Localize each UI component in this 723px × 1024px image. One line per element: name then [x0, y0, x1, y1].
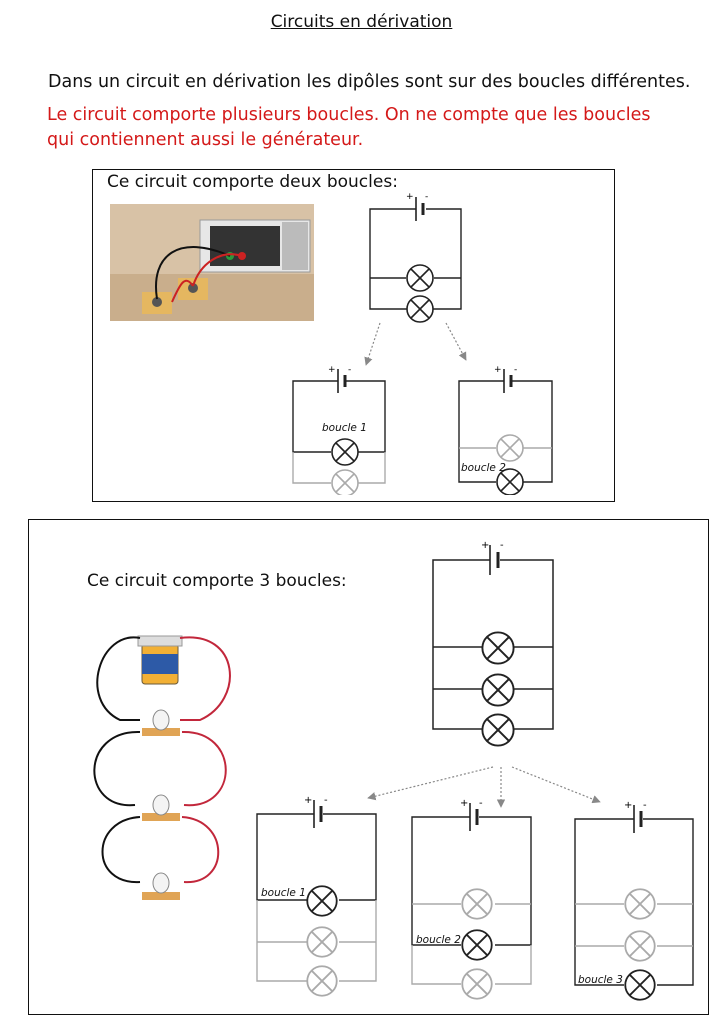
s1-main-circuit	[369, 197, 462, 310]
battery-polarity-label: -	[500, 540, 504, 551]
intro-text: Dans un circuit en dérivation les dipôle…	[48, 72, 691, 92]
s2-loop2-lamp-faded-2	[461, 968, 493, 1000]
s2-main-lamp-3	[481, 713, 515, 747]
battery-polarity-label: -	[514, 365, 517, 375]
s2-loop3-lamp-faded-1	[624, 888, 656, 920]
battery-polarity-label: -	[643, 800, 647, 811]
battery-polarity-label: +	[304, 795, 312, 806]
s1-main-plus: +	[406, 192, 414, 202]
s2-main-lamp-1	[481, 631, 515, 665]
s2-loop1-lamp-active	[306, 885, 338, 917]
s1-loop1-label: boucle 1	[322, 422, 367, 434]
s2-loop2-label: boucle 2	[416, 934, 461, 946]
s2-loop3-lamp-faded-2	[624, 930, 656, 962]
s2-main-lamp-2	[481, 673, 515, 707]
s2-main-circuit	[432, 545, 554, 730]
s1-loop1-lamp-faded	[331, 469, 359, 495]
section1-heading: Ce circuit comporte deux boucles:	[107, 172, 398, 192]
arrow-right	[445, 322, 467, 361]
s2-loop2-lamp-active	[461, 929, 493, 961]
section2-circuits: + - + - boucle 1 + - boucle 2	[256, 540, 694, 1001]
battery-polarity-label: +	[328, 365, 336, 375]
s2-loop2-circuit	[411, 803, 532, 985]
battery-polarity-label: +	[460, 798, 468, 809]
s2-loop1-lamp-faded-2	[306, 965, 338, 997]
battery-polarity-label: -	[324, 795, 328, 806]
power-supply-photo	[110, 204, 314, 321]
page-title: Circuits en dérivation	[270, 12, 453, 32]
s1-loop2-label: boucle 2	[461, 462, 506, 474]
battery-polarity-label: -	[479, 798, 483, 809]
section2-heading: Ce circuit comporte 3 boucles:	[87, 571, 347, 591]
note-line-1: Le circuit comporte plusieurs boucles. O…	[47, 105, 651, 125]
s1-main-lamp-2	[406, 295, 434, 323]
arrow-left	[364, 322, 381, 366]
s2-arrow-left	[367, 766, 494, 801]
battery-lamps-illustration	[93, 635, 231, 900]
battery-polarity-label: +	[494, 365, 502, 375]
section1-frame	[92, 169, 615, 502]
s2-loop1-lamp-faded-1	[306, 926, 338, 958]
s2-loop3-circuit	[574, 805, 694, 986]
battery-polarity-label: +	[481, 540, 489, 551]
s1-loop2-circuit	[458, 369, 553, 483]
section1-circuits: + - + - boucle 1 + - boucle 2	[292, 192, 553, 495]
s2-arrow-right	[511, 766, 601, 804]
s1-loop1-lamp-active	[331, 438, 359, 466]
s1-main-lamp-1	[406, 264, 434, 292]
note-line-2: qui contiennent aussi le générateur.	[47, 130, 364, 150]
s1-loop2-lamp-faded	[496, 434, 524, 462]
section2-frame	[28, 519, 709, 1015]
s1-main-minus: -	[425, 192, 428, 202]
s2-loop1-circuit	[256, 800, 377, 982]
s2-loop3-label: boucle 3	[578, 974, 623, 986]
s2-loop2-lamp-faded-1	[461, 888, 493, 920]
battery-polarity-label: +	[624, 800, 632, 811]
battery-polarity-label: -	[348, 365, 351, 375]
s2-loop1-label: boucle 1	[261, 887, 306, 899]
s1-loop1-circuit	[292, 369, 386, 484]
s2-loop3-lamp-active	[624, 969, 656, 1001]
